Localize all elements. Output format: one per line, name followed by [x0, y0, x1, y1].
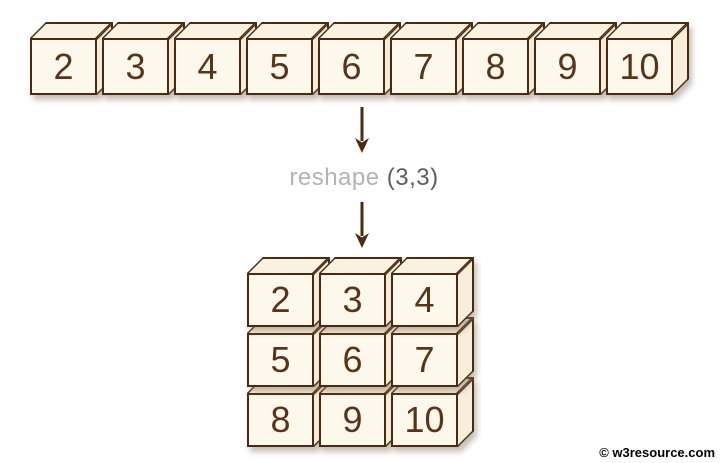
array-cell-cube: 7: [391, 317, 474, 387]
watermark-text: © w3resource.com: [599, 445, 715, 460]
array-cell-cube: 7: [390, 22, 473, 95]
cell-value: 7: [414, 339, 435, 380]
cube-front-face: 3: [319, 273, 386, 327]
cube-front-face: 7: [391, 333, 458, 387]
cell-value: 9: [557, 45, 578, 87]
cube-front-face: 2: [30, 38, 97, 95]
array-cell-cube: 2: [30, 22, 113, 95]
array-cell-cube: 10: [606, 22, 689, 95]
reshape-arguments: (3,3): [386, 164, 439, 191]
cell-value: 8: [485, 45, 506, 87]
cube-front-face: 8: [462, 38, 529, 95]
cube-front-face: 6: [319, 333, 386, 387]
cube-front-face: 5: [246, 38, 313, 95]
cell-value: 2: [270, 279, 291, 320]
cube-front-face: 3: [102, 38, 169, 95]
cube-front-face: 5: [247, 333, 314, 387]
array-cell-cube: 8: [247, 377, 330, 447]
cell-value: 5: [269, 45, 290, 87]
cube-front-face: 10: [391, 393, 458, 447]
cell-value: 5: [270, 339, 291, 380]
cube-front-face: 4: [174, 38, 241, 95]
array-cell-cube: 5: [246, 22, 329, 95]
array-cell-cube: 8: [462, 22, 545, 95]
array-cell-cube: 5: [247, 317, 330, 387]
cube-front-face: 7: [390, 38, 457, 95]
array-cell-cube: 3: [102, 22, 185, 95]
cell-value: 2: [53, 45, 74, 87]
array-cell-cube: 3: [319, 257, 402, 327]
cell-value: 6: [341, 45, 362, 87]
array-cell-cube: 9: [534, 22, 617, 95]
source-array-1d: 2 3 4 5 6 7 8 9 10: [30, 22, 689, 95]
array-cell-cube: 4: [174, 22, 257, 95]
array-cell-cube: 6: [319, 317, 402, 387]
cell-value: 10: [404, 399, 445, 440]
cell-value: 9: [342, 399, 363, 440]
cell-value: 10: [619, 45, 660, 87]
cube-front-face: 9: [534, 38, 601, 95]
cube-front-face: 8: [247, 393, 314, 447]
cell-value: 6: [342, 339, 363, 380]
cube-front-face: 6: [318, 38, 385, 95]
result-grid-row: 2 3 4: [247, 257, 474, 327]
result-array-2d: 2 3 4 5 6 7 8 9 10: [247, 257, 474, 453]
cube-front-face: 4: [391, 273, 458, 327]
cell-value: 3: [342, 279, 363, 320]
cell-value: 8: [270, 399, 291, 440]
down-arrow-icon: [355, 107, 369, 153]
cube-front-face: 9: [319, 393, 386, 447]
array-cell-cube: 9: [319, 377, 402, 447]
array-cell-cube: 4: [391, 257, 474, 327]
cube-front-face: 10: [606, 38, 673, 95]
cube-front-face: 2: [247, 273, 314, 327]
array-cell-cube: 6: [318, 22, 401, 95]
cell-value: 3: [125, 45, 146, 87]
result-grid-row: 8 9 10: [247, 377, 474, 447]
array-cell-cube: 10: [391, 377, 474, 447]
down-arrow-icon: [355, 202, 369, 248]
reshape-function-name: reshape: [289, 164, 380, 191]
cell-value: 4: [197, 45, 218, 87]
array-cell-cube: 2: [247, 257, 330, 327]
cell-value: 7: [413, 45, 434, 87]
cell-value: 4: [414, 279, 435, 320]
reshape-operation-label: reshape (3,3): [289, 164, 438, 192]
result-grid-row: 5 6 7: [247, 317, 474, 387]
